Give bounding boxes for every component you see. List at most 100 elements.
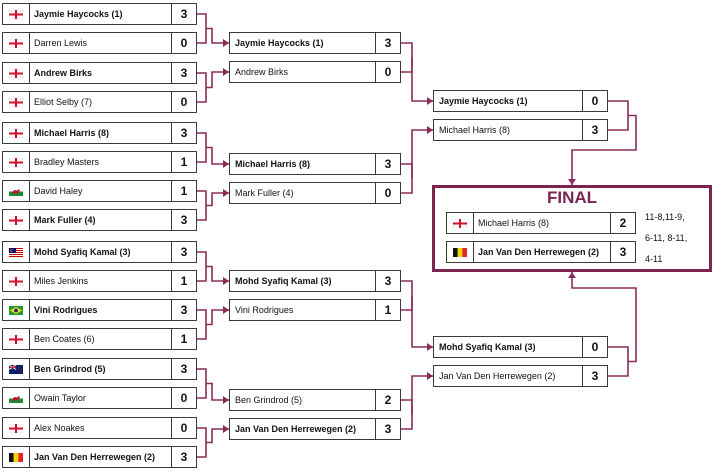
flag-cell: [3, 418, 30, 438]
bracket-connector: [401, 399, 413, 430]
player-name: Vini Rodrigues: [235, 305, 294, 315]
flag-cell: [3, 210, 30, 230]
england-flag-icon: [9, 276, 23, 286]
player-score: 3: [375, 154, 400, 174]
player-name: Andrew Birks: [34, 68, 93, 78]
bracket-connector: [197, 190, 207, 221]
player-name: Jaymie Haycocks (1): [235, 38, 324, 48]
player-score: 3: [375, 271, 400, 291]
player-score: 3: [171, 210, 196, 230]
player-score: 0: [171, 92, 196, 112]
bracket-connector: [197, 13, 207, 44]
player-score: 2: [375, 390, 400, 410]
flag-cell: [3, 33, 30, 53]
player-entry: Mohd Syafiq Kamal (3) 0: [433, 336, 608, 358]
bracket-connector: [197, 368, 207, 399]
player-score: 0: [171, 388, 196, 408]
player-entry: Michael Harris (8)2: [446, 212, 636, 234]
player-name: Alex Noakes: [34, 423, 85, 433]
player-name: Michael Harris (8): [34, 128, 110, 138]
connector-arrow: [223, 306, 229, 314]
flag-cell: [3, 63, 30, 83]
player-score: 3: [171, 359, 196, 379]
connector-arrow: [223, 425, 229, 433]
player-entry: David Haley 1: [2, 180, 197, 202]
player-name: Miles Jenkins: [34, 276, 89, 286]
player-name: Jan Van Den Herrewegen (2): [439, 371, 556, 381]
final-panel: [432, 185, 712, 272]
set-score-line: 4-11: [645, 254, 663, 264]
player-name: Mark Fuller (4): [34, 215, 96, 225]
flag-cell: [3, 359, 30, 379]
england-flag-icon: [9, 128, 23, 138]
player-name: Owain Taylor: [34, 393, 86, 403]
brazil-flag-icon: [9, 305, 23, 315]
player-entry: Vini Rodrigues 1: [229, 299, 401, 321]
connector-arrow: [223, 277, 229, 285]
england-flag-icon: [9, 97, 23, 107]
player-name: Ben Grindrod (5): [235, 395, 303, 405]
player-score: 2: [610, 213, 635, 233]
player-score: 3: [171, 123, 196, 143]
player-name: Jaymie Haycocks (1): [34, 9, 123, 19]
player-entry: Jan Van Den Herrewegen (2)3: [446, 241, 636, 263]
flag-cell: [3, 92, 30, 112]
player-score: 1: [375, 300, 400, 320]
player-name: David Haley: [34, 186, 83, 196]
final-set-scores: 11-8,11-9, 6-11, 8-11, 4-11: [645, 207, 715, 270]
bracket-connector: [206, 71, 229, 89]
player-score: 0: [582, 337, 607, 357]
belgium-flag-icon: [9, 452, 23, 462]
connector-arrow: [223, 160, 229, 168]
bracket-connector: [206, 309, 229, 326]
flag-cell: [3, 329, 30, 349]
england-flag-icon: [9, 334, 23, 344]
bracket-connector: [197, 72, 207, 103]
player-entry: Mark Fuller (4) 3: [2, 209, 197, 231]
flag-cell: [3, 123, 30, 143]
player-name: Jan Van Den Herrewegen (2): [34, 452, 156, 462]
player-score: 1: [171, 152, 196, 172]
bracket-connector: [206, 428, 229, 444]
england-flag-icon: [453, 218, 467, 228]
bracket-connector: [411, 295, 433, 348]
bracket-connector: [206, 146, 229, 165]
player-entry: Jaymie Haycocks (1)3: [2, 3, 197, 25]
player-name: Michael Harris (8): [439, 125, 511, 135]
player-score: 1: [171, 271, 196, 291]
player-score: 3: [171, 447, 196, 467]
player-name: Darren Lewis: [34, 38, 88, 48]
england-flag-icon: [9, 38, 23, 48]
player-score: 3: [582, 366, 607, 386]
bracket-connector: [197, 132, 207, 163]
player-name: Vini Rodrigues: [34, 305, 98, 315]
player-name: Mohd Syafiq Kamal (3): [439, 342, 536, 352]
player-entry: Ben Grindrod (5) 2: [229, 389, 401, 411]
england-flag-icon: [9, 68, 23, 78]
player-name: Ben Grindrod (5): [34, 364, 106, 374]
player-score: 0: [375, 183, 400, 203]
player-score: 1: [171, 181, 196, 201]
player-entry: Darren Lewis 0: [2, 32, 197, 54]
bracket-connector: [197, 427, 207, 458]
player-name: Michael Harris (8): [235, 159, 311, 169]
flag-cell: [447, 213, 474, 233]
connector-arrow: [427, 343, 433, 351]
england-flag-icon: [9, 157, 23, 167]
player-entry: Michael Harris (8) 3: [2, 122, 197, 144]
england-flag-icon: [9, 215, 23, 225]
player-score: 0: [171, 33, 196, 53]
malaysia-flag-icon: [9, 247, 23, 257]
player-name: Jan Van Den Herrewegen (2): [235, 424, 357, 434]
connector-arrow: [223, 396, 229, 404]
player-entry: Michael Harris (8) 3: [229, 153, 401, 175]
england-flag-icon: [9, 9, 23, 19]
wales-flag-icon: [9, 186, 23, 196]
player-entry: Michael Harris (8)3: [433, 119, 608, 141]
connector-arrow: [427, 126, 433, 134]
